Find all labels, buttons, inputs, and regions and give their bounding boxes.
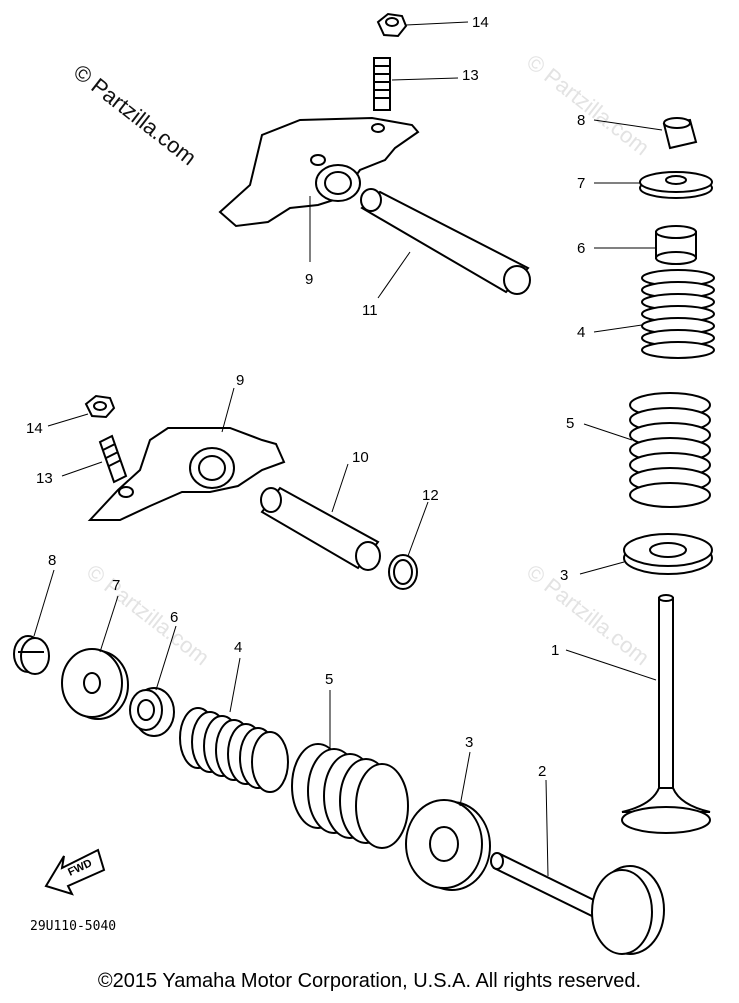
callout-5-lower: 5	[325, 671, 333, 688]
part-1-intake-valve	[621, 594, 711, 834]
callout-8-right: 8	[577, 112, 585, 129]
callout-6-lower: 6	[170, 609, 178, 626]
callout-8-lower: 8	[48, 552, 56, 569]
watermark-faint-top-right: © Partzilla.com	[522, 49, 654, 160]
part-3-spring-seat-lower	[405, 799, 491, 891]
callout-7-right: 7	[577, 175, 585, 192]
callout-14-upper: 14	[472, 14, 489, 31]
part-4-inner-spring-lower	[179, 707, 289, 793]
callout-13-middle: 13	[36, 470, 53, 487]
callout-14-middle: 14	[26, 420, 43, 437]
part-14-nut-upper	[376, 12, 408, 38]
callout-4-lower: 4	[234, 639, 242, 656]
callout-10: 10	[352, 449, 369, 466]
callout-4-right: 4	[577, 324, 585, 341]
part-5-outer-spring-lower	[291, 743, 409, 849]
callout-11: 11	[362, 302, 378, 319]
callout-9-upper: 9	[305, 271, 313, 288]
callout-1: 1	[551, 642, 559, 659]
callout-3-right: 3	[560, 567, 568, 584]
part-2-exhaust-valve	[490, 852, 665, 955]
callout-12: 12	[422, 487, 439, 504]
forward-direction-arrow: FWD	[44, 848, 106, 896]
watermark-faint-right: © Partzilla.com	[522, 559, 654, 670]
callout-6-right: 6	[577, 240, 585, 257]
part-8-valve-cotter-lower	[13, 635, 50, 675]
callout-5-right: 5	[566, 415, 574, 432]
part-9-rocker-arm-upper	[218, 116, 420, 228]
callout-13-upper: 13	[462, 67, 479, 84]
part-4-inner-spring-right	[641, 269, 715, 359]
part-11-rocker-shaft	[360, 188, 531, 295]
part-6-oil-seal-right	[655, 225, 697, 265]
part-10-rocker-shaft	[260, 486, 381, 571]
part-6-oil-seal-lower	[129, 687, 175, 737]
part-8-valve-cotter-right	[662, 117, 698, 150]
diagram-code: 29U110-5040	[30, 919, 116, 934]
part-5-outer-spring-right	[629, 392, 711, 508]
callout-9-middle: 9	[236, 372, 244, 389]
callout-7-lower: 7	[112, 577, 120, 594]
copyright-notice: ©2015 Yamaha Motor Corporation, U.S.A. A…	[97, 970, 642, 992]
part-3-spring-seat-right	[623, 533, 713, 575]
callout-3-lower: 3	[465, 734, 473, 751]
part-12-o-ring	[388, 554, 418, 590]
part-13-adjuster-screw-middle	[98, 434, 128, 484]
part-7-spring-retainer-lower	[61, 648, 129, 720]
part-9-rocker-arm-middle	[87, 427, 286, 521]
watermark-main: © Partzilla.com	[69, 59, 201, 170]
part-7-spring-retainer-right	[639, 171, 713, 199]
callouts: 14 13 9 11 8 7 6 4 5 9 10 12 14 13 3 1 8	[26, 14, 663, 877]
part-14-nut-middle	[84, 394, 116, 419]
part-13-adjuster-screw-upper	[373, 57, 391, 111]
callout-2: 2	[538, 763, 546, 780]
